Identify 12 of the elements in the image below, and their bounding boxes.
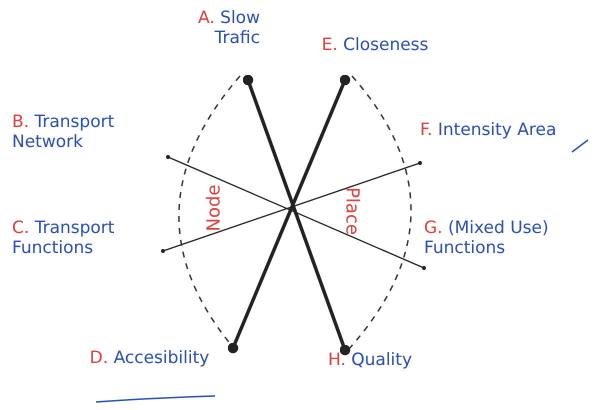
node-label: D. Accesibility xyxy=(88,348,210,368)
node-label: B. Transport Network xyxy=(12,112,116,153)
connector-line xyxy=(161,161,422,253)
group-label: Node xyxy=(204,184,224,232)
node-label: A. Slow Trafic xyxy=(197,8,260,49)
node-label: H. Quality xyxy=(326,350,414,370)
node-label: F. Intensity Area xyxy=(420,120,558,140)
node-label: E. Closeness xyxy=(320,35,430,56)
node-label: C. Transport Functions xyxy=(12,218,116,259)
connector-line xyxy=(166,155,426,270)
group-label: Place xyxy=(342,187,362,235)
node-label: G. (Mixed Use) Functions xyxy=(424,218,550,259)
